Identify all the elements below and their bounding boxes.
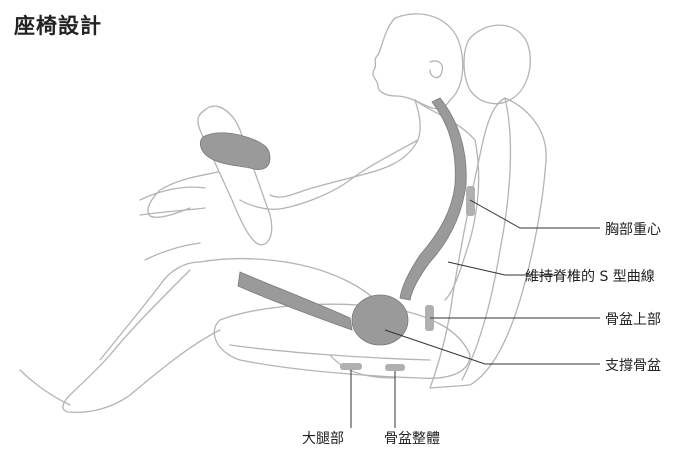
thigh-bone: [238, 272, 352, 330]
thigh-pad: [340, 363, 362, 370]
chest-pad: [466, 186, 475, 216]
pelvis-pad: [385, 364, 405, 371]
label-thigh: 大腿部: [302, 428, 344, 448]
label-spine: 維持脊椎的 S 型曲線: [525, 266, 655, 286]
hand: [200, 133, 270, 170]
pelvis: [352, 295, 408, 345]
label-pelvis-whole: 骨盆整體: [384, 428, 440, 448]
support-pelvis-leader: [385, 330, 600, 364]
seat-backrest: [430, 98, 546, 388]
label-chest: 胸部重心: [605, 219, 661, 239]
label-pelvis-upper: 骨盆上部: [605, 309, 661, 329]
spine-column: [400, 98, 466, 300]
head: [373, 14, 463, 109]
label-support-pelvis: 支撐骨盆: [605, 355, 661, 375]
chest-leader: [470, 200, 600, 228]
steering-wheel: [198, 106, 272, 245]
headrest: [464, 25, 530, 104]
